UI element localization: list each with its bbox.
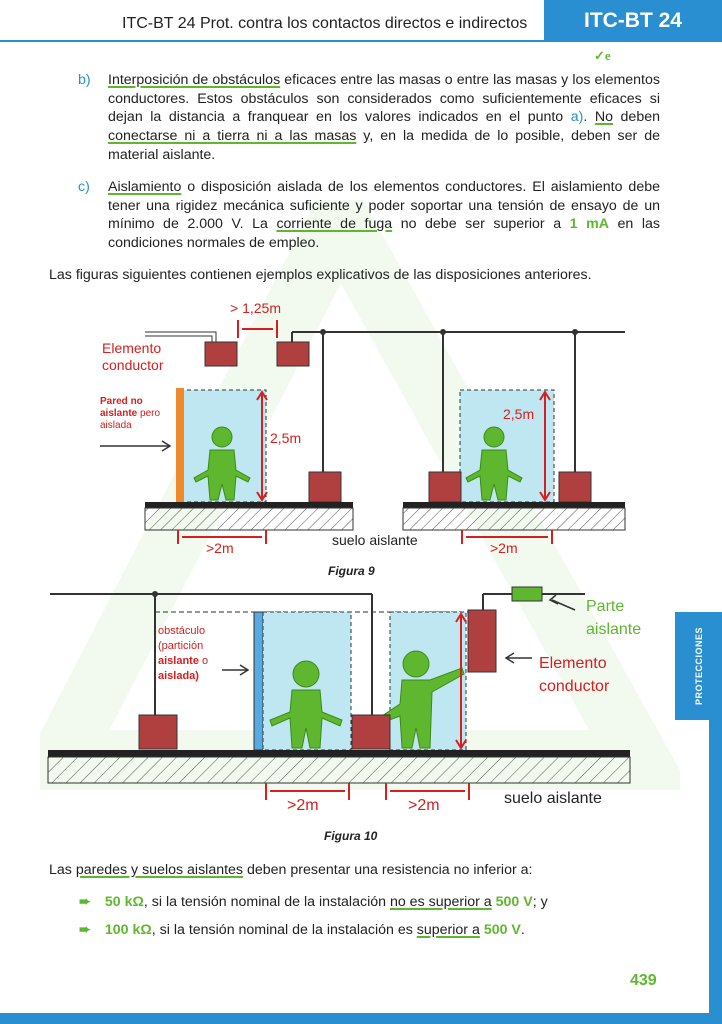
item-c-text3: en las condiciones normales de empleo. bbox=[108, 216, 660, 252]
item-c-value: 1 mA bbox=[569, 216, 609, 233]
fig9-wall-label2: aislante bbox=[100, 408, 138, 419]
fig10-floor-label: suelo aislante bbox=[504, 790, 602, 807]
walls-text2: deben presentar una resistencia no infer… bbox=[243, 862, 533, 878]
bullet-2-text3: . bbox=[520, 922, 525, 938]
fig10-dist-right: >2m bbox=[408, 797, 440, 814]
item-c-term: Aislamiento bbox=[108, 179, 182, 195]
svg-text:aislante o: aislante o bbox=[158, 655, 208, 667]
fig9-elem-label: Elemento bbox=[102, 340, 161, 356]
arrow-icon: ➨ bbox=[79, 922, 91, 938]
bullet-1-value: 50 kΩ bbox=[104, 894, 144, 910]
fig9-elem-label2: conductor bbox=[102, 357, 164, 373]
header-title: ITC-BT 24 Prot. contra los contactos dir… bbox=[122, 15, 528, 32]
watermark-logo bbox=[40, 200, 680, 790]
item-b: b) Interposición de obstáculos eficaces … bbox=[78, 71, 660, 165]
header-line bbox=[0, 40, 722, 42]
side-bar bbox=[709, 720, 722, 1020]
fig10-obstacle-label3: aislante bbox=[158, 655, 199, 667]
fig10-part-label2: aislante bbox=[586, 621, 641, 638]
fig10-part-label1: Parte bbox=[586, 598, 624, 615]
item-b-term: Interposición de obstáculos bbox=[108, 72, 281, 88]
arrow-icon: ➨ bbox=[79, 894, 91, 910]
fig10-dist-left: >2m bbox=[287, 797, 319, 814]
publisher-logo: ✓e bbox=[594, 48, 611, 63]
fig9-dist-right: >2m bbox=[490, 540, 518, 556]
fig10-obstacle-label2: (partición bbox=[158, 640, 203, 652]
bullet-2-value: 100 kΩ bbox=[104, 922, 152, 938]
item-b-text2: . bbox=[583, 109, 595, 126]
item-c-text1: o disposición aislada de los elementos c… bbox=[108, 179, 660, 233]
bullet-1-term: no es superior a bbox=[389, 894, 492, 910]
figure-10-caption: Figura 10 bbox=[324, 829, 378, 843]
item-c: c) Aislamiento o disposición aislada de … bbox=[78, 178, 660, 253]
footer-bar bbox=[0, 1013, 722, 1024]
item-c-term2: corriente de fuga bbox=[276, 216, 393, 233]
intro-paragraph: Las figuras siguientes contienen ejemplo… bbox=[49, 267, 592, 283]
header-tab: ITC-BT 24 bbox=[544, 0, 722, 41]
bullet-2-text1: , si la tensión nominal de la instalació… bbox=[151, 922, 417, 938]
item-c-label: c) bbox=[78, 179, 90, 195]
fig9-height-left: 2,5m bbox=[270, 430, 301, 446]
fig10-obstacle-label1: obstáculo bbox=[158, 625, 205, 637]
bullet-2-voltage: 500 V bbox=[483, 922, 521, 938]
fig10-elem-label1: Elemento bbox=[539, 655, 607, 672]
section-tab[interactable]: PROTECCIONES bbox=[675, 612, 722, 720]
item-c-text2: no debe ser superior a bbox=[392, 216, 570, 233]
bullet-2-term: superior a bbox=[416, 922, 480, 938]
fig10-elem-label2: conductor bbox=[539, 678, 610, 695]
section-tab-label: PROTECCIONES bbox=[693, 626, 704, 706]
fig9-wall-label1: Pared no bbox=[100, 396, 143, 407]
item-b-label: b) bbox=[78, 72, 91, 88]
fig9-floor-label: suelo aislante bbox=[332, 532, 418, 548]
bullet-1-text1: , si la tensión nominal de la instalació… bbox=[143, 894, 390, 910]
walls-paragraph: Las paredes y suelos aislantes deben pre… bbox=[49, 862, 669, 878]
page-number: 439 bbox=[630, 972, 657, 989]
fig10-obstacle-label4: aislada) bbox=[158, 670, 199, 682]
fig9-dist-left: >2m bbox=[206, 540, 234, 556]
fig9-dist-label: > 1,25m bbox=[230, 300, 281, 316]
bullet-1-text3: ; y bbox=[532, 894, 548, 910]
item-b-no: No bbox=[594, 109, 613, 126]
walls-text1: Las bbox=[49, 862, 76, 878]
item-b-text1: eficaces entre las masas o entre las mas… bbox=[108, 72, 660, 126]
svg-text:aislante pero: aislante pero bbox=[100, 408, 160, 419]
item-b-text4: y, en la medida de lo posible, deben ser… bbox=[108, 128, 661, 163]
fig9-wall-label3: aislada bbox=[100, 420, 132, 431]
item-b-ref: a) bbox=[570, 109, 584, 126]
bullet-100k: ➨ 100 kΩ, si la tensión nominal de la ins… bbox=[79, 922, 525, 938]
figure-9-caption: Figura 9 bbox=[328, 564, 375, 578]
item-b-term2: conectarse ni a tierra ni a las masas bbox=[108, 128, 357, 145]
bullet-1-voltage: 500 V bbox=[495, 894, 533, 910]
item-b-text3: deben bbox=[613, 109, 660, 126]
bullet-50k: ➨ 50 kΩ, si la tensión nominal de la inst… bbox=[79, 894, 548, 910]
walls-term: paredes y suelos aislantes bbox=[75, 862, 244, 878]
fig9-height-right: 2,5m bbox=[503, 406, 534, 422]
